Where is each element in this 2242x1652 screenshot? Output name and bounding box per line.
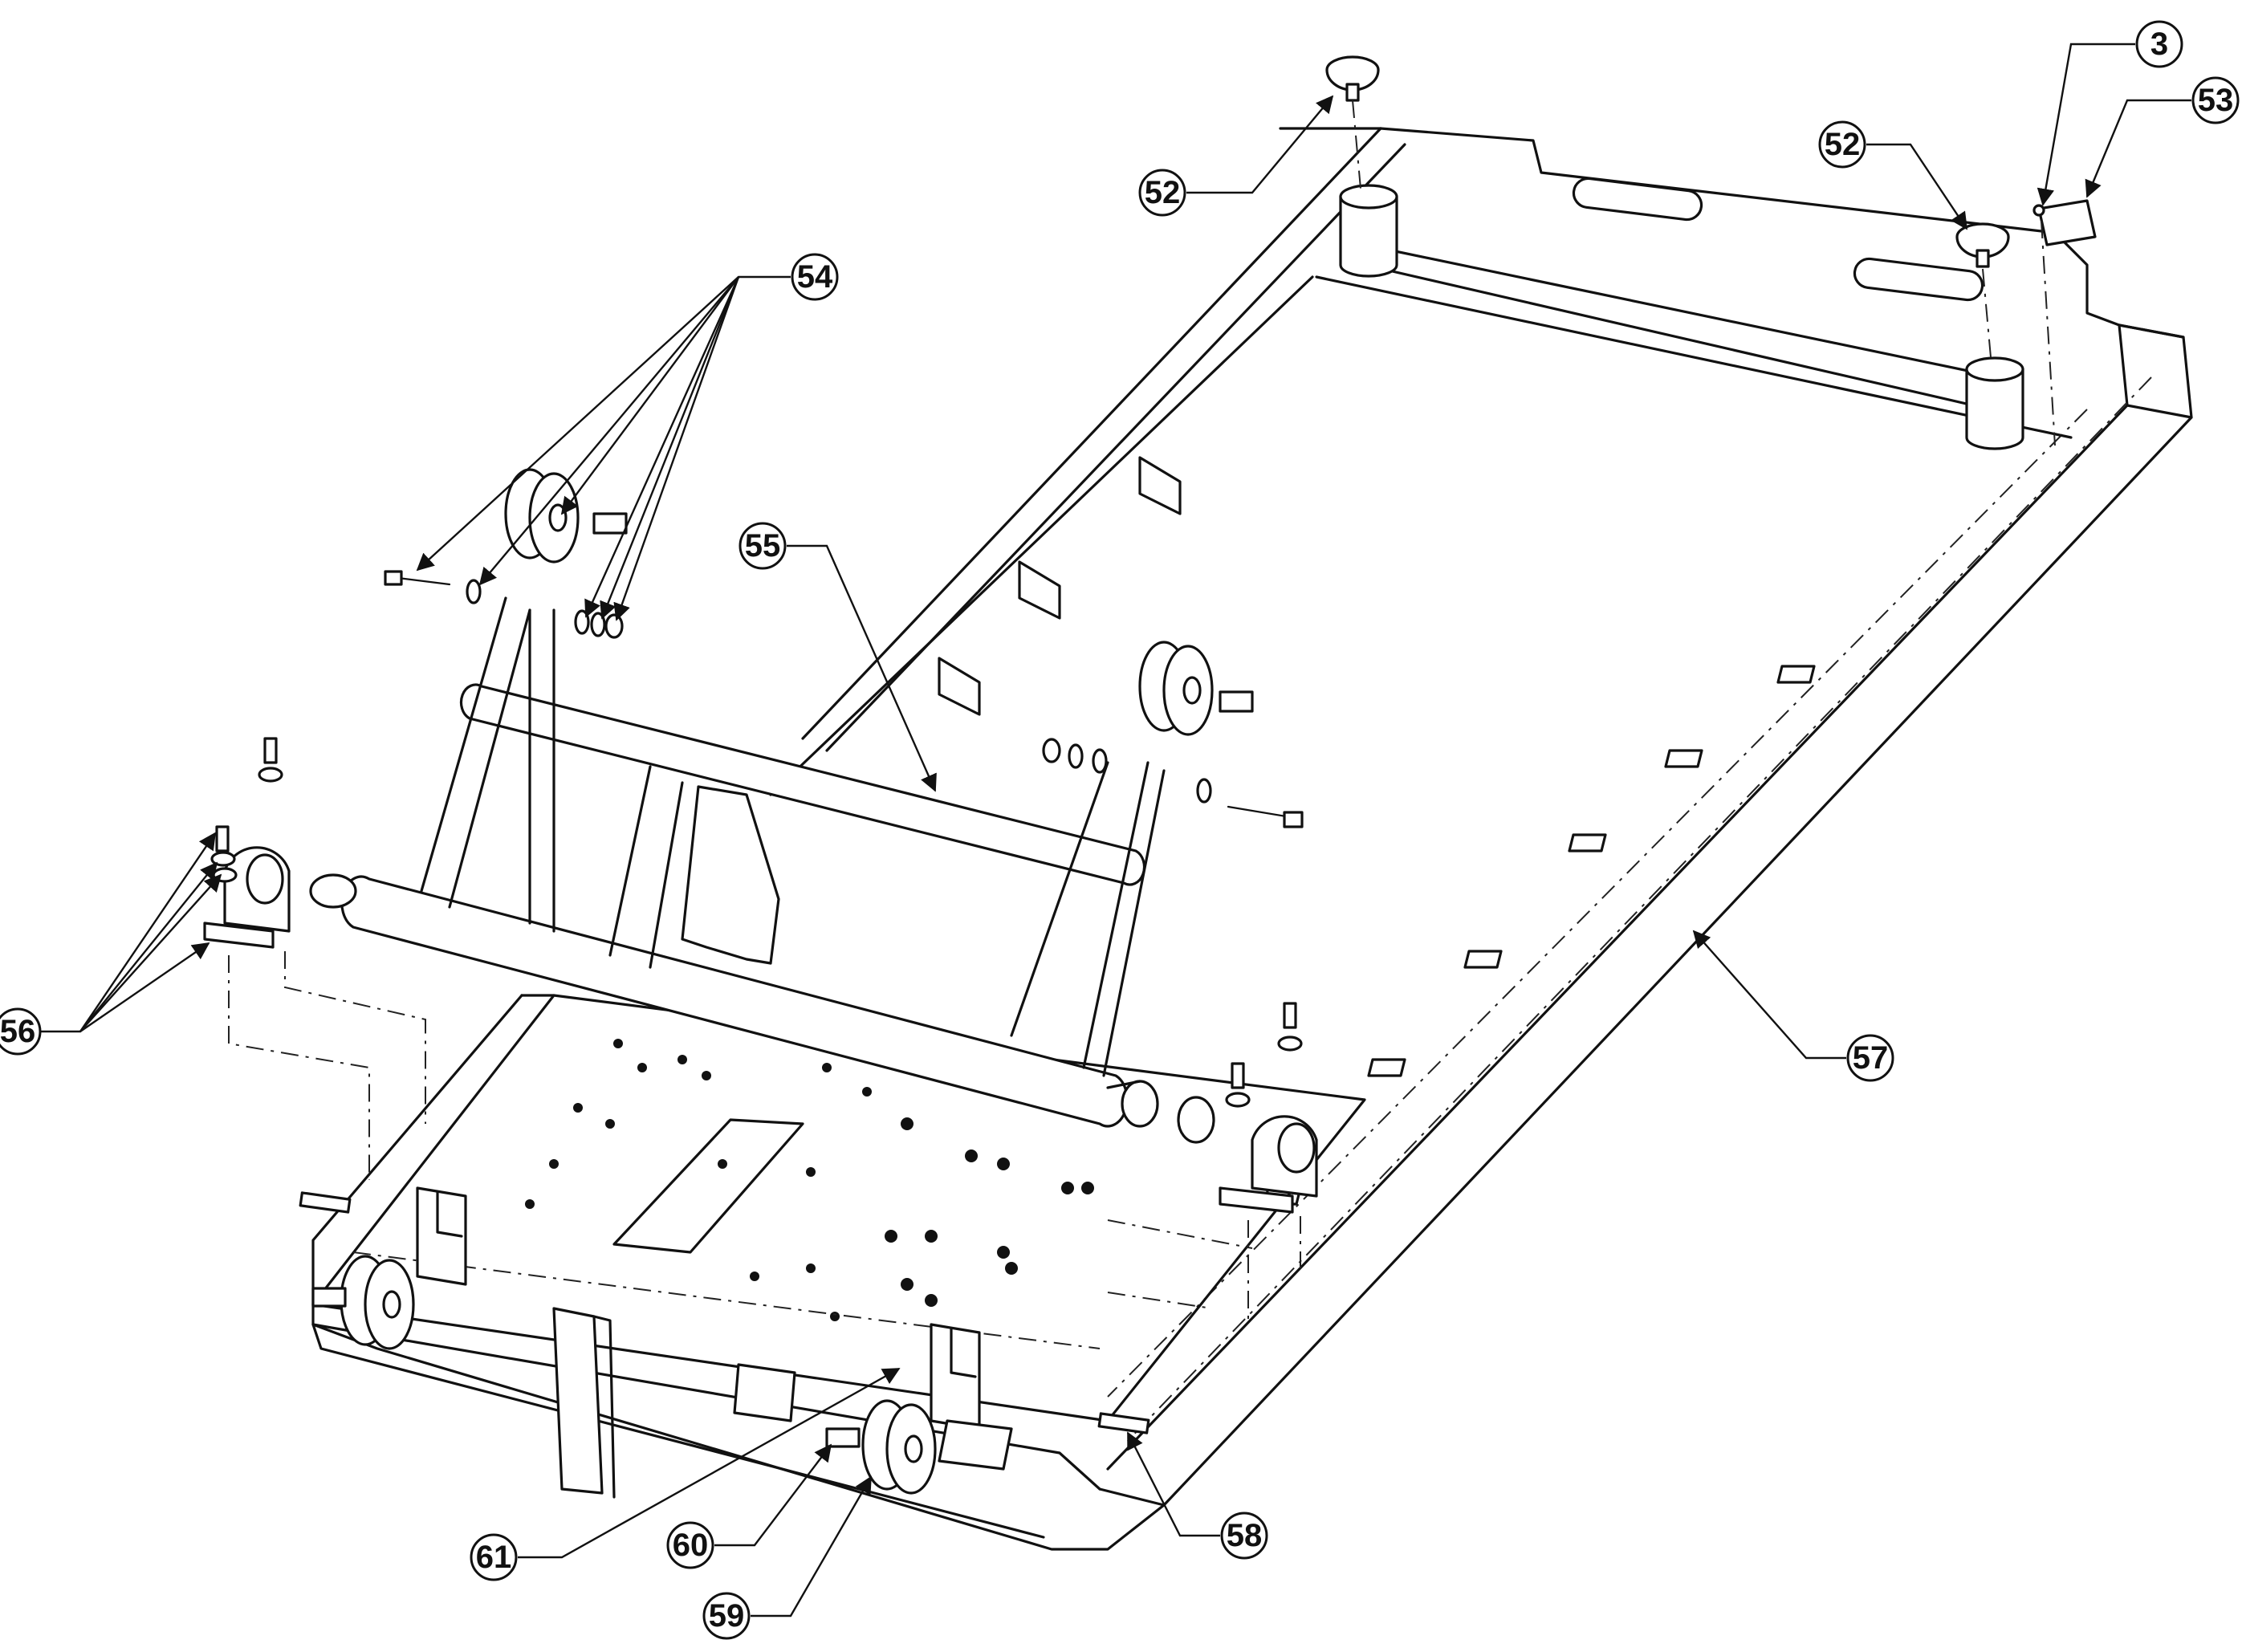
deck-holes xyxy=(525,1039,1094,1321)
u-bracket-left xyxy=(416,1186,467,1286)
callout-60-bubble xyxy=(666,1521,714,1569)
roller-front-left xyxy=(311,1255,415,1350)
bumper-left xyxy=(1325,55,1380,189)
callout-58-bubble xyxy=(1220,1512,1268,1560)
callout-55: 55 xyxy=(745,528,781,564)
callout-53-bubble xyxy=(2191,76,2240,124)
callout-57: 57 xyxy=(1853,1040,1889,1076)
callout-3: 3 xyxy=(2150,26,2168,62)
bearing-left xyxy=(203,737,291,949)
callout-52a: 52 xyxy=(1145,175,1181,210)
callout-56: 56 xyxy=(0,1014,35,1049)
lift-arm-assembly xyxy=(309,596,1215,1144)
u-bracket-right xyxy=(930,1323,1013,1471)
callout-53: 53 xyxy=(2198,83,2234,118)
callout-58: 58 xyxy=(1227,1518,1263,1553)
callout-56-bubble xyxy=(0,1007,42,1056)
callout-60: 60 xyxy=(673,1528,709,1563)
callouts: 3 53 52 52 54 55 56 xyxy=(0,20,2240,1640)
pins xyxy=(299,1191,1150,1434)
front-deck xyxy=(311,994,1366,1551)
callout-55-bubble xyxy=(739,522,787,570)
roller-front-right xyxy=(825,1399,937,1495)
callout-59: 59 xyxy=(709,1598,745,1634)
bearing-right xyxy=(1219,1002,1318,1214)
callout-3-bubble xyxy=(2135,20,2183,68)
callout-54-bubble xyxy=(791,253,839,301)
callout-52b-bubble xyxy=(1818,120,1866,169)
bumper-right xyxy=(1955,222,2010,358)
callout-59-bubble xyxy=(702,1592,751,1640)
callout-52b: 52 xyxy=(1825,127,1861,162)
callout-52a-bubble xyxy=(1138,169,1186,217)
main-frame xyxy=(769,127,2193,1507)
callout-57-bubble xyxy=(1846,1034,1894,1082)
callout-61-bubble xyxy=(470,1533,518,1581)
roller-upper-right xyxy=(1042,641,1304,828)
bumper-post-right xyxy=(1965,356,2024,450)
callout-61: 61 xyxy=(476,1540,512,1575)
bumper-post-left xyxy=(1339,184,1398,278)
callout-54: 54 xyxy=(797,259,833,295)
